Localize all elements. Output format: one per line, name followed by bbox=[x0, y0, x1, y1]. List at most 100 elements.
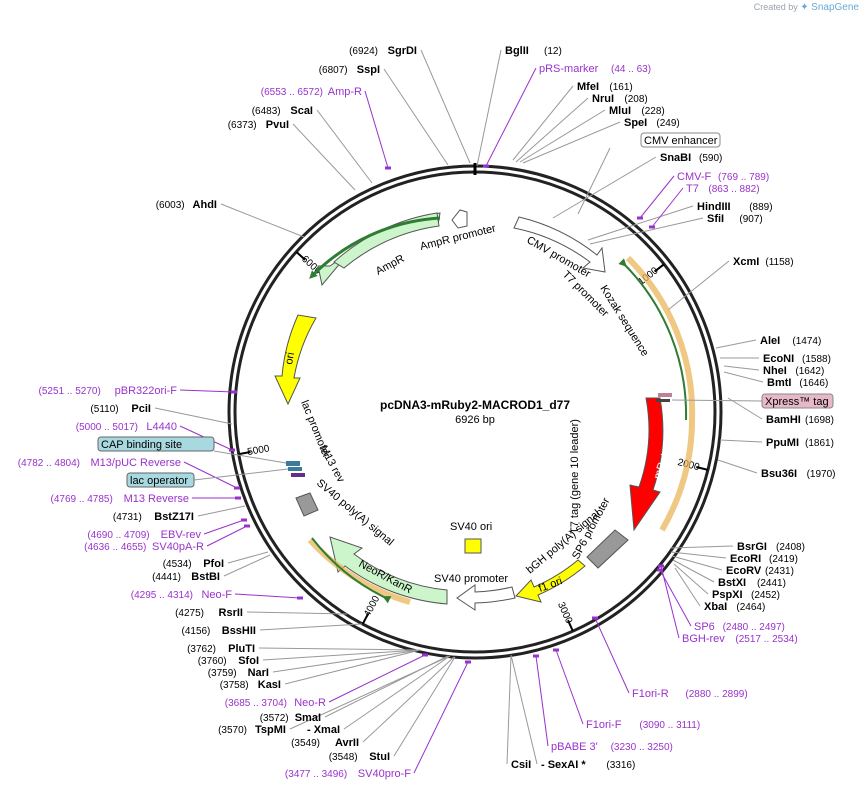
enzyme-name[interactable]: BssHII bbox=[222, 625, 256, 637]
callout-cap-box[interactable] bbox=[97, 436, 215, 452]
enzyme-name[interactable]: BsrGI bbox=[737, 541, 767, 553]
enzyme-name[interactable]: PvuI bbox=[266, 119, 289, 131]
primer-name[interactable]: pBABE 3' bbox=[551, 741, 598, 753]
enzyme-name[interactable]: SnaBI bbox=[660, 152, 691, 164]
feature-f1ori-arrow[interactable] bbox=[515, 559, 586, 603]
primer-name[interactable]: F1ori-F bbox=[586, 719, 622, 731]
enzyme-name[interactable]: BstBI bbox=[191, 571, 220, 583]
feature-neor-arrow[interactable] bbox=[329, 536, 448, 605]
enzyme-position: (249) bbox=[656, 118, 679, 129]
enzyme-name[interactable]: StuI bbox=[369, 751, 390, 763]
enzyme-name[interactable]: - SexAI * bbox=[541, 759, 586, 771]
enzyme-name[interactable]: PspXI bbox=[712, 589, 743, 601]
primer-name[interactable]: EBV-rev bbox=[161, 529, 202, 541]
enzyme-name[interactable]: XbaI bbox=[704, 601, 727, 613]
enzyme-name[interactable]: NheI bbox=[763, 365, 787, 377]
primer-name[interactable]: SV40pA-R bbox=[152, 541, 204, 553]
enzyme-name[interactable]: NruI bbox=[592, 93, 614, 105]
label-f1-ori: f1 ori bbox=[537, 575, 564, 595]
feature-sv40-polya-box[interactable] bbox=[295, 492, 319, 517]
enzyme-position: (4731) bbox=[113, 512, 142, 523]
callout-lac-operator-box[interactable] bbox=[126, 472, 195, 488]
enzyme-name[interactable]: CsiI bbox=[511, 759, 531, 771]
enzyme-position: (5110) bbox=[90, 404, 118, 415]
primer-name[interactable]: M13 Reverse bbox=[124, 493, 189, 505]
enzyme-name[interactable]: BglII bbox=[505, 45, 529, 57]
primer-name[interactable]: BGH-rev bbox=[682, 633, 725, 645]
enzyme-leader bbox=[383, 68, 449, 166]
enzyme-leader bbox=[284, 649, 421, 685]
primer-name[interactable]: pRS-marker bbox=[539, 63, 599, 75]
callout-xpress-box[interactable] bbox=[761, 393, 834, 409]
primer-name[interactable]: L4440 bbox=[146, 421, 177, 433]
primer-mark bbox=[649, 225, 655, 229]
enzyme-name[interactable]: AhdI bbox=[193, 199, 217, 211]
enzyme-name[interactable]: RsrII bbox=[219, 607, 243, 619]
enzyme-name[interactable]: PciI bbox=[131, 403, 151, 415]
primer-name[interactable]: SP6 bbox=[694, 621, 715, 633]
enzyme-name[interactable]: - XmaI bbox=[307, 724, 340, 736]
feature-ampr-arrow-body[interactable] bbox=[333, 212, 440, 269]
feature-mruby2-arrow[interactable] bbox=[629, 397, 664, 532]
enzyme-position: (3760) bbox=[198, 656, 227, 667]
enzyme-name[interactable]: BmtI bbox=[767, 377, 791, 389]
enzyme-name[interactable]: SspI bbox=[357, 64, 380, 76]
primer-range: (4636 .. 4655) bbox=[84, 542, 146, 553]
enzyme-name[interactable]: MluI bbox=[609, 105, 631, 117]
enzyme-name[interactable]: MfeI bbox=[577, 81, 599, 93]
enzyme-name[interactable]: PluTI bbox=[228, 643, 255, 655]
enzyme-position: (1158) bbox=[765, 257, 793, 268]
feature-cmv-promoter-arrow[interactable] bbox=[513, 216, 606, 273]
primer-name[interactable]: T7 bbox=[686, 183, 699, 195]
primer-range: (3477 .. 3496) bbox=[285, 769, 347, 780]
enzyme-name[interactable]: AleI bbox=[760, 335, 780, 347]
primer-name[interactable]: F1ori-R bbox=[632, 688, 669, 700]
enzyme-name[interactable]: Bsu36I bbox=[761, 468, 797, 480]
enzyme-name[interactable]: BstZ17I bbox=[154, 511, 194, 523]
enzyme-position: (2441) bbox=[757, 578, 786, 589]
primer-name[interactable]: M13/pUC Reverse bbox=[91, 457, 181, 469]
plasmid-size: 6926 bp bbox=[455, 414, 495, 426]
enzyme-name[interactable]: SgrDI bbox=[388, 45, 417, 57]
enzyme-name[interactable]: BamHI bbox=[766, 414, 801, 426]
enzyme-name[interactable]: AvrII bbox=[335, 737, 359, 749]
enzyme-name[interactable]: HindIII bbox=[697, 201, 731, 213]
enzyme-name[interactable]: TspMI bbox=[255, 724, 286, 736]
ruler-tick bbox=[696, 466, 709, 471]
enzyme-name[interactable]: EcoRV bbox=[726, 565, 762, 577]
primer-name[interactable]: Neo-R bbox=[294, 697, 326, 709]
enzyme-name[interactable]: SfiI bbox=[707, 213, 724, 225]
enzyme-name[interactable]: BstXI bbox=[718, 577, 746, 589]
primer-name[interactable]: Neo-F bbox=[201, 589, 232, 601]
feature-sv40-ori-box[interactable] bbox=[464, 538, 482, 554]
primer-range: (769 .. 789) bbox=[718, 172, 769, 183]
enzyme-position: (1861) bbox=[805, 438, 834, 449]
feature-ori-arrow[interactable] bbox=[274, 314, 317, 406]
enzyme-name[interactable]: EcoRI bbox=[730, 553, 761, 565]
enzyme-name[interactable]: SfoI bbox=[238, 655, 259, 667]
callout-cmv-enhancer-box[interactable] bbox=[640, 132, 721, 148]
enzyme-name[interactable]: KasI bbox=[258, 679, 281, 691]
primer-name[interactable]: pBR322ori-F bbox=[115, 385, 178, 397]
primer-leader-lines bbox=[179, 67, 692, 774]
enzyme-name[interactable]: XcmI bbox=[733, 256, 759, 268]
primer-name[interactable]: Amp-R bbox=[328, 86, 362, 98]
enzyme-name[interactable]: ScaI bbox=[290, 105, 313, 117]
enzyme-position: (6924) bbox=[349, 46, 378, 57]
primer-range: (4690 .. 4709) bbox=[87, 530, 149, 541]
enzyme-name[interactable]: SpeI bbox=[624, 117, 647, 129]
feature-sv40-promoter-arrow[interactable] bbox=[456, 584, 516, 611]
primer-range: (2480 .. 2497) bbox=[723, 622, 785, 633]
enzyme-position: (2452) bbox=[751, 590, 780, 601]
feature-ampr-promoter-arrow[interactable] bbox=[451, 209, 468, 229]
enzyme-name[interactable]: PpuMI bbox=[766, 437, 799, 449]
primer-leader bbox=[183, 461, 238, 489]
enzyme-name[interactable]: NarI bbox=[248, 667, 269, 679]
label-ori: ori bbox=[283, 351, 297, 365]
primer-name[interactable]: SV40pro-F bbox=[358, 768, 411, 780]
enzyme-name[interactable]: EcoNI bbox=[763, 353, 794, 365]
primer-name[interactable]: CMV-F bbox=[677, 171, 712, 183]
enzyme-name[interactable]: SmaI bbox=[295, 712, 321, 724]
feature-bgh-polya-box[interactable] bbox=[586, 529, 629, 569]
enzyme-name[interactable]: PfoI bbox=[203, 558, 224, 570]
